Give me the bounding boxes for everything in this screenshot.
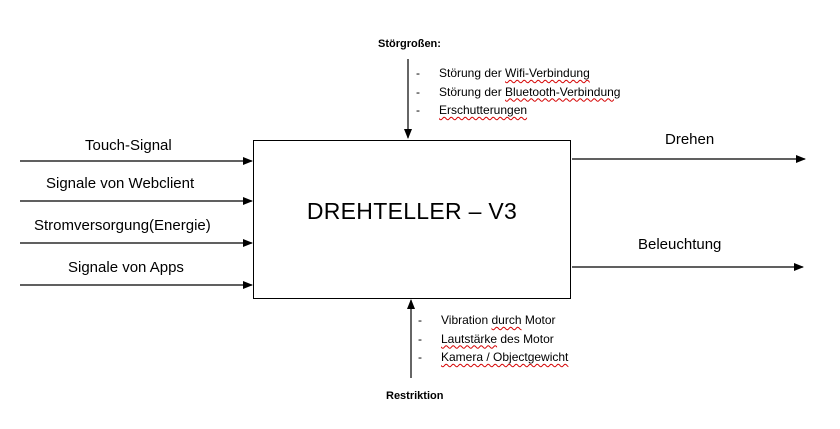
input-label-touch: Touch-Signal [85,137,172,154]
restriction-item: Kamera / Objectgewicht [418,348,568,367]
disturbances-list: Störung der Wifi-Verbindung Störung der … [416,64,620,120]
system-box [253,140,571,299]
input-label-power: Stromversorgung(Energie) [34,217,211,234]
input-label-apps: Signale von Apps [68,259,184,276]
restriction-item: Lautstärke des Motor [418,330,568,349]
input-label-webclient: Signale von Webclient [46,175,195,192]
restrictions-title: Restriktion [386,390,444,402]
disturbance-item: Erschutterungen [416,101,620,120]
disturbance-item: Störung der Wifi-Verbindung [416,64,620,83]
disturbances-title: Störgroßen: [378,38,441,50]
disturbance-item: Störung der Bluetooth-Verbindung [416,83,620,102]
restriction-item: Vibration durch Motor [418,311,568,330]
system-title: DREHTELLER – V3 [306,198,518,224]
output-label-rotate: Drehen [665,131,715,148]
output-label-lighting: Beleuchtung [638,236,722,253]
restrictions-list: Vibration durch Motor Lautstärke des Mot… [418,311,568,367]
